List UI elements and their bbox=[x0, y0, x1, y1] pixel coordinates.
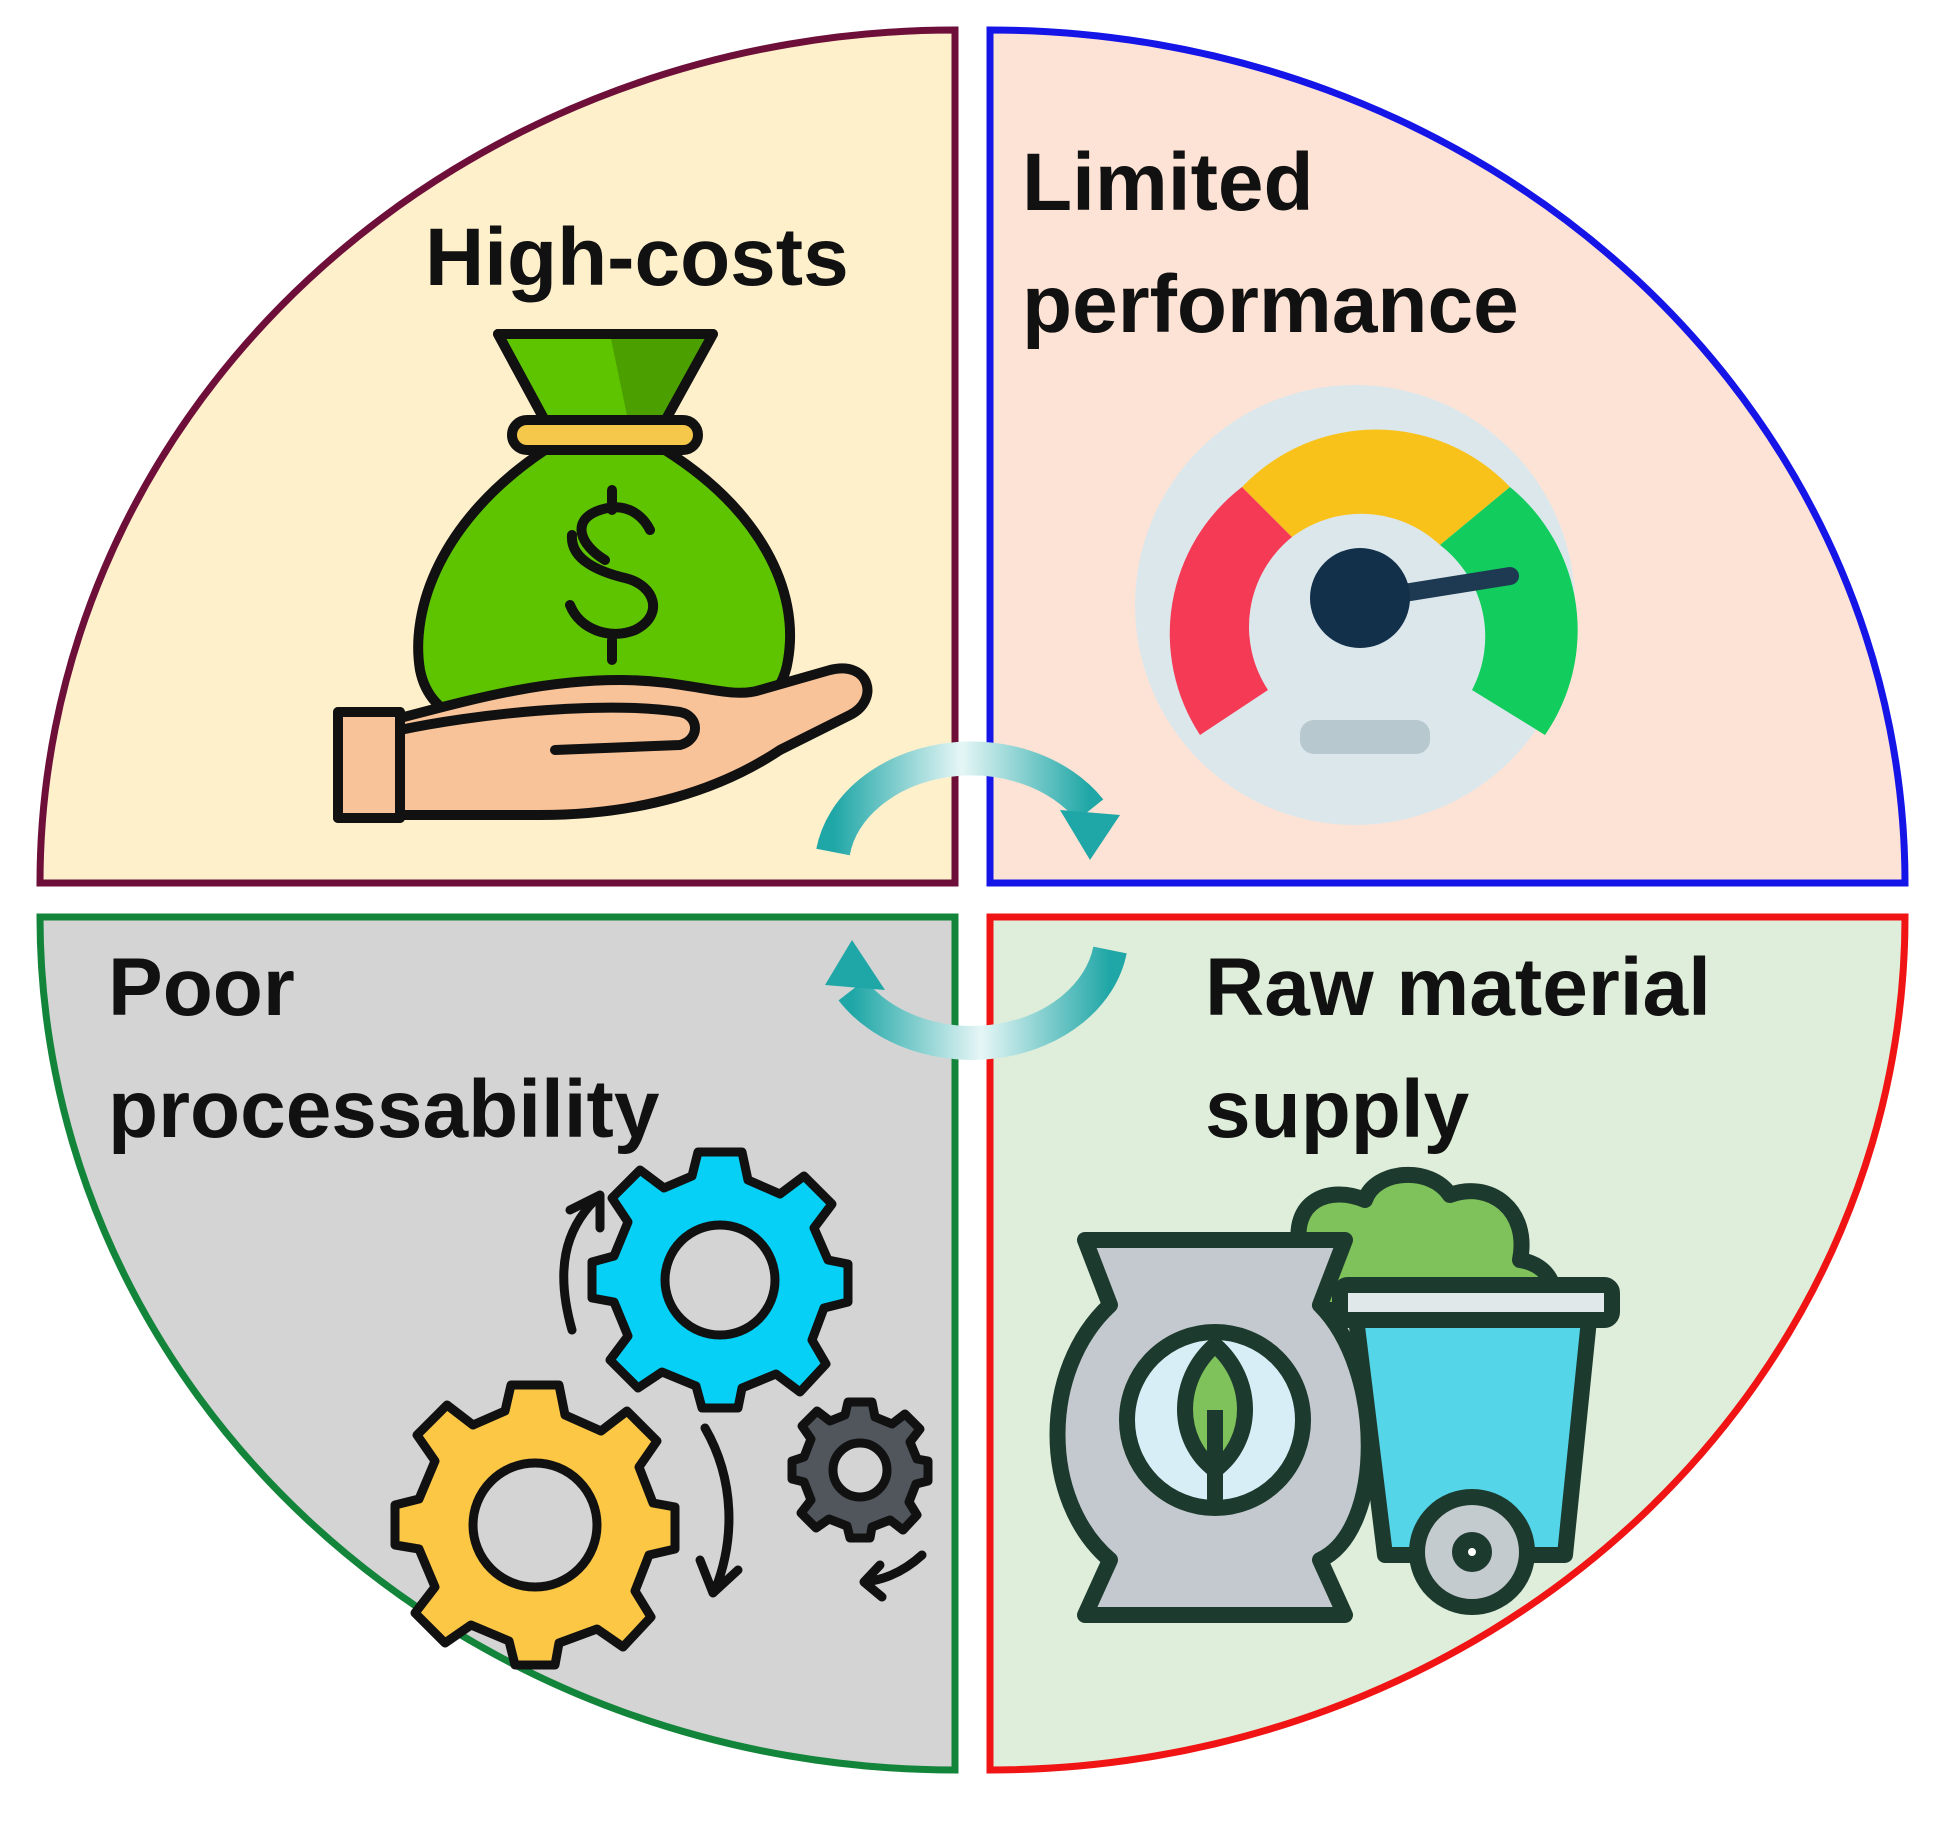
cycle-arrows-icon bbox=[816, 741, 1127, 1060]
label-raw-material-supply: Raw material supply bbox=[1205, 942, 1734, 1155]
speedometer-icon bbox=[1135, 385, 1578, 825]
label-high-costs: High-costs bbox=[425, 212, 849, 303]
label-limited-performance: Limited performance bbox=[1022, 137, 1519, 350]
sack-and-bin-icon bbox=[1049, 1167, 1620, 1623]
money-bag-hand-icon bbox=[333, 329, 873, 823]
gears-icon bbox=[390, 1147, 933, 1670]
label-poor-processability: Poor processability bbox=[108, 942, 660, 1155]
